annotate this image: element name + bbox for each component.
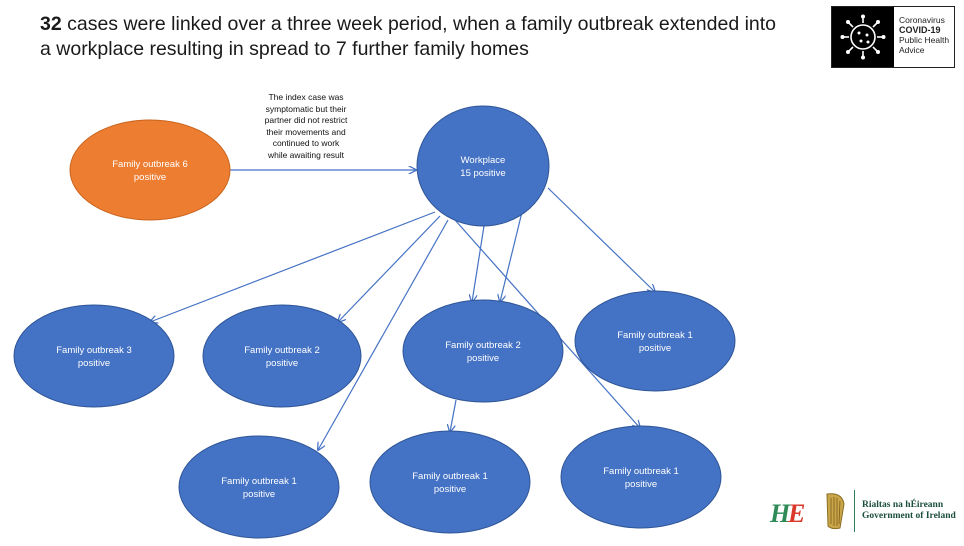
node-count: positive (434, 484, 466, 495)
edge-workplace-to-family2a (338, 215, 441, 322)
note-line: The index case was (268, 92, 344, 102)
title-text: cases were linked over a three week peri… (40, 13, 777, 60)
node-label: Family outbreak 2 (445, 340, 521, 351)
covid-logo-line3: Public Health (899, 35, 950, 45)
node-label: Workplace (461, 155, 506, 166)
node-label: Family outbreak 6 (112, 159, 188, 170)
node-shape (560, 425, 722, 529)
svg-text:H: H (769, 499, 791, 528)
node-label: Family outbreak 1 (412, 471, 488, 482)
node-count: positive (467, 353, 499, 364)
node-family1a: Family outbreak 1 positive (574, 290, 736, 392)
edge-workplace-to-family1a (547, 187, 655, 292)
edges-layer (150, 170, 655, 450)
node-label: Family outbreak 3 (56, 345, 132, 356)
node-shape (13, 304, 175, 408)
covid-logo-line4: Advice (899, 45, 925, 55)
node-family2a: Family outbreak 2 positive (202, 304, 362, 408)
gov-line1: Rialtas na hÉireann (862, 500, 944, 510)
note-line: while awaiting result (267, 149, 345, 160)
gov-line2: Government of Ireland (862, 511, 956, 521)
node-shape (369, 430, 531, 534)
node-count: positive (625, 479, 657, 490)
covid-logo-line2: COVID-19 (899, 25, 941, 35)
covid-advice-logo: Coronavirus COVID-19 Public Health Advic… (831, 6, 955, 68)
node-shape (402, 299, 564, 403)
node-family1d: Family outbreak 1 positive (560, 425, 722, 529)
note-line: continued to work (272, 138, 340, 148)
edge-workplace-to-family1b (318, 219, 449, 450)
node-shape (416, 105, 550, 227)
slide-title: 32 cases were linked over a three week p… (40, 12, 780, 62)
node-count: positive (78, 358, 110, 369)
node-shape (69, 119, 231, 221)
node-workplace: Workplace 15 positive (416, 105, 550, 227)
node-label: Family outbreak 1 (603, 466, 679, 477)
index-case-note: The index case was symptomatic but their… (236, 92, 376, 161)
nodes-layer: Family outbreak 6 positive Workplace 15 pos… (13, 105, 736, 539)
svg-text:E: E (787, 499, 805, 528)
edge-workplace-to-family3 (150, 211, 436, 322)
node-shape (178, 435, 340, 539)
node-label: Family outbreak 1 (221, 476, 297, 487)
node-count: positive (243, 489, 275, 500)
node-shape (202, 304, 362, 408)
node-family2b: Family outbreak 2 positive (402, 299, 564, 403)
node-label: Family outbreak 1 (617, 330, 693, 341)
node-family3: Family outbreak 3 positive (13, 304, 175, 408)
covid-logo-line1: Coronavirus (899, 15, 945, 25)
node-count: positive (266, 358, 298, 369)
node-shape (574, 290, 736, 392)
government-of-ireland-logo: Rialtas na hÉireann Government of Irelan… (822, 490, 956, 532)
edge-family2b-to-family1c (450, 399, 457, 432)
note-line: symptomatic but their (265, 103, 347, 114)
node-family1b: Family outbreak 1 positive (178, 435, 340, 539)
title-count: 32 (40, 13, 62, 35)
note-line: partner did not restrict (264, 115, 348, 125)
edge-workplace-to-family2b (472, 225, 485, 302)
node-family1c: Family outbreak 1 positive (369, 430, 531, 534)
node-label: Family outbreak 2 (244, 345, 320, 356)
node-count: positive (639, 343, 671, 354)
logo-separator (854, 490, 855, 532)
hse-logo: H E (768, 495, 808, 534)
virus-icon (832, 7, 894, 67)
note-line: their movements and (266, 126, 346, 137)
node-count: 15 positive (460, 168, 505, 179)
node-family6: Family outbreak 6 positive (69, 119, 231, 221)
edge-workplace-to-family2b (500, 211, 523, 302)
harp-icon (826, 493, 845, 530)
node-count: positive (134, 172, 166, 183)
